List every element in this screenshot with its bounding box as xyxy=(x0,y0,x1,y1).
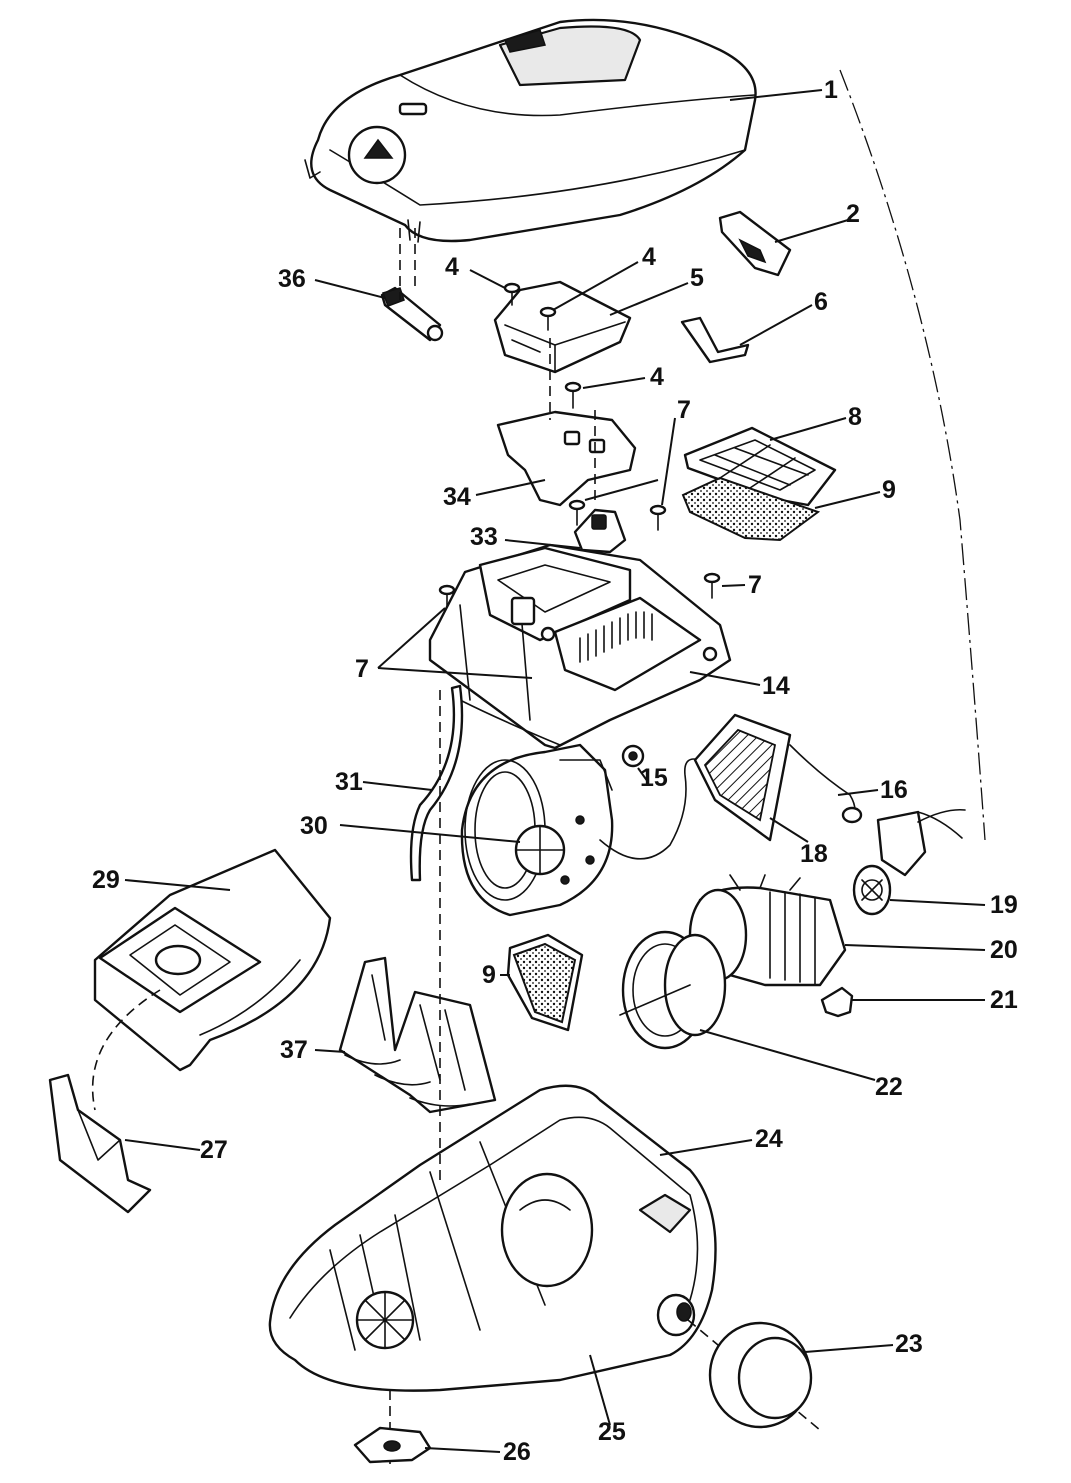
callout-33: 33 xyxy=(470,523,498,551)
part-36-pin xyxy=(380,286,444,342)
callout-26: 26 xyxy=(503,1438,531,1466)
part-16-power-cord xyxy=(789,744,966,877)
edge-reference-line xyxy=(839,69,986,841)
screw-7-a xyxy=(568,499,586,526)
callout-9-bottom: 9 xyxy=(482,961,496,989)
screw-7-b xyxy=(649,504,667,531)
callout-37: 37 xyxy=(280,1036,308,1064)
bag-to-holder-line xyxy=(91,989,161,1111)
screw-7-c xyxy=(703,572,721,599)
part-24-25-base-housing xyxy=(268,1084,717,1392)
callout-15: 15 xyxy=(640,764,668,792)
part-1-top-cover xyxy=(304,18,757,243)
callout-7-a: 7 xyxy=(677,396,691,424)
part-30-motor-housing xyxy=(460,743,614,917)
part-26-foot-latch xyxy=(353,1426,432,1464)
screw-4-top xyxy=(503,282,521,306)
part-9-filter-pad-top xyxy=(681,476,821,542)
callout-numbers: 1 2 4 4 5 6 4 7 8 9 34 33 7 7 14 15 16 3… xyxy=(92,76,1018,1466)
part-14-upper-housing xyxy=(428,543,732,750)
callout-21: 21 xyxy=(990,986,1018,1014)
part-21-brush xyxy=(820,986,854,1018)
callout-36: 36 xyxy=(278,265,306,293)
part-27-bag-holder xyxy=(48,1073,152,1214)
part-15-grommet xyxy=(621,744,645,768)
callout-5: 5 xyxy=(690,264,704,292)
part-18-exhaust-grille xyxy=(693,713,792,842)
part-33-switch xyxy=(573,508,627,554)
screw-7-d xyxy=(438,584,456,613)
screw-4-lower xyxy=(564,381,582,409)
leader-lines xyxy=(124,89,986,1453)
callout-18: 18 xyxy=(800,840,828,868)
part-37-filter-holder xyxy=(338,956,497,1114)
part-2-latch xyxy=(718,210,792,277)
callout-4-middle: 4 xyxy=(642,243,656,271)
part-23-wheel xyxy=(708,1321,813,1429)
callout-30: 30 xyxy=(300,812,328,840)
callout-4-top: 4 xyxy=(445,253,459,281)
part-31-hose xyxy=(409,684,464,882)
part-22-fan-ring xyxy=(619,930,727,1050)
callout-27: 27 xyxy=(200,1136,228,1164)
callout-6: 6 xyxy=(814,288,828,316)
callout-9-top: 9 xyxy=(882,476,896,504)
callout-22: 22 xyxy=(875,1073,903,1101)
screw-4-middle xyxy=(539,306,557,331)
part-5-cover-block xyxy=(493,280,632,374)
callout-29: 29 xyxy=(92,866,120,894)
callout-8: 8 xyxy=(848,403,862,431)
part-19-fan-wheel xyxy=(852,864,892,916)
callout-31: 31 xyxy=(335,768,363,796)
callout-19: 19 xyxy=(990,891,1018,919)
part-8-filter-frame xyxy=(683,426,837,507)
callout-16: 16 xyxy=(880,776,908,804)
callout-14: 14 xyxy=(762,672,790,700)
callout-34: 34 xyxy=(443,483,471,511)
callout-25: 25 xyxy=(598,1418,626,1446)
part-6-spring-clip xyxy=(680,316,750,364)
callout-20: 20 xyxy=(990,936,1018,964)
callout-2: 2 xyxy=(846,200,860,228)
callout-1: 1 xyxy=(824,76,838,104)
wire xyxy=(599,758,701,860)
callout-23: 23 xyxy=(895,1330,923,1358)
callout-7-b: 7 xyxy=(748,571,762,599)
part-9-filter-pad-bottom xyxy=(506,933,584,1032)
callout-4-lower: 4 xyxy=(650,363,664,391)
callout-24: 24 xyxy=(755,1125,783,1153)
callout-7-c: 7 xyxy=(355,655,369,683)
